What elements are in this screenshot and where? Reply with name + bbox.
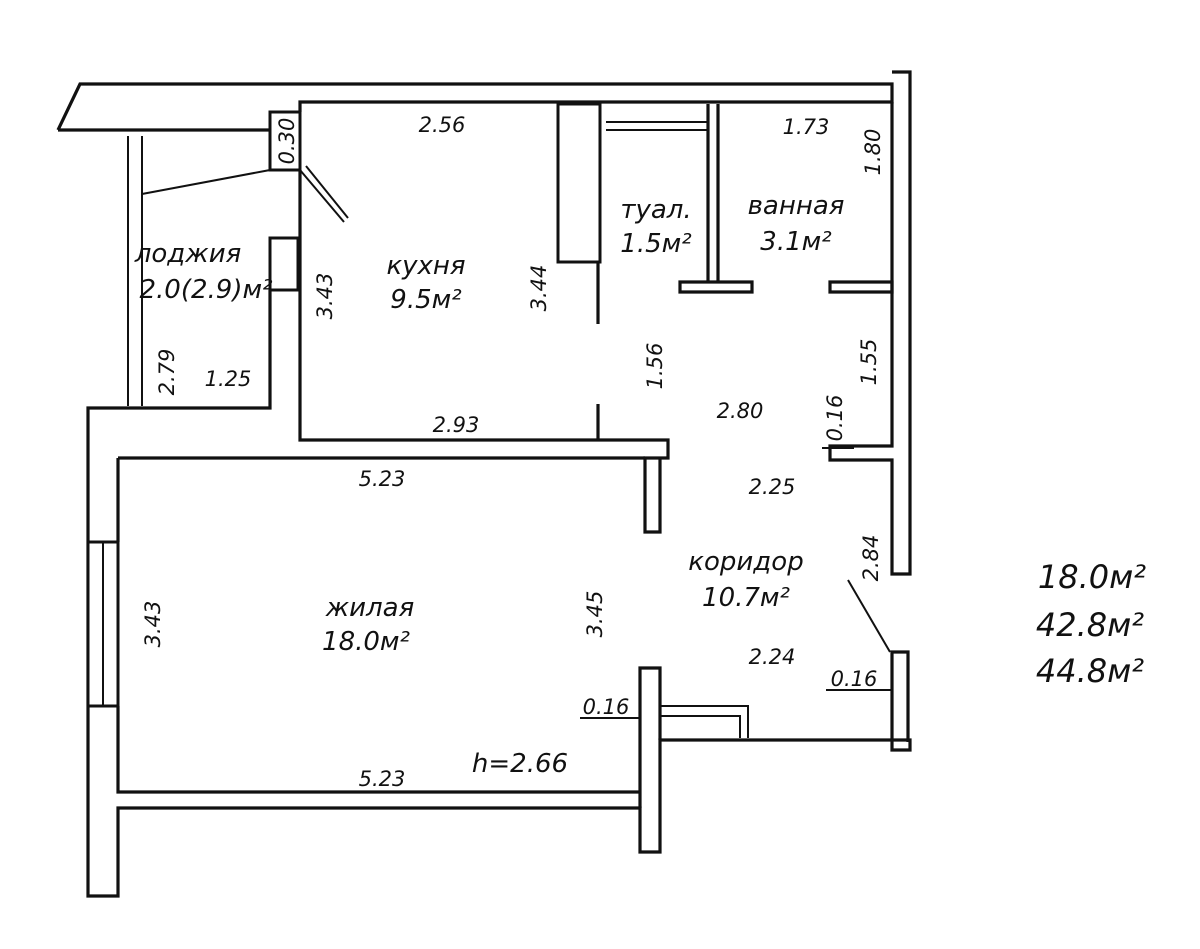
toilet-name: туал.	[620, 195, 691, 225]
kitchen-door-swing-2	[305, 165, 349, 219]
living-area: 18.0м²	[322, 627, 410, 657]
loggia-door-frame	[268, 236, 300, 292]
dim-bath-right: 1.80	[861, 129, 885, 176]
right-outer-wall	[828, 70, 912, 576]
living-name: жилая	[325, 593, 415, 623]
loggia-area: 2.0(2.9)м²	[139, 275, 272, 305]
dim-living-left: 3.43	[141, 601, 165, 648]
kitchen-cabinet	[556, 102, 602, 264]
dim-loggia-width: 1.25	[205, 367, 252, 391]
bathroom-area: 3.1м²	[760, 227, 831, 257]
toilet-bath-partition	[678, 104, 754, 294]
total-living-area: 18.0м²	[1038, 558, 1146, 596]
top-wall	[56, 82, 894, 131]
total-with-loggia: 44.8м²	[1036, 652, 1144, 690]
total-area: 42.8м²	[1036, 606, 1144, 644]
kitchen-name: кухня	[386, 251, 465, 281]
kitchen-left-wall	[298, 170, 670, 534]
dim-kitchen-right: 3.44	[527, 265, 551, 312]
corridor-name: коридор	[688, 547, 803, 577]
kitchen-column	[268, 110, 302, 172]
dim-kitchen-top: 2.56	[419, 113, 466, 137]
living-room-wall	[116, 456, 662, 808]
dim-living-top: 5.23	[359, 467, 406, 491]
bath-lower-wall	[828, 280, 894, 294]
dim-loggia-small: 0.30	[275, 118, 299, 165]
loggia-door-swing	[141, 169, 271, 195]
kitchen-area: 9.5м²	[390, 285, 461, 315]
dim-corridor-width: 2.25	[749, 475, 796, 499]
dim-wall-left: 0.16	[583, 695, 630, 719]
dim-bath-top: 1.73	[783, 115, 830, 139]
dim-corridor-right-upper: 1.55	[857, 339, 881, 386]
loggia-name: лоджия	[134, 239, 241, 269]
corridor-niche	[660, 705, 749, 738]
entry-door-swing	[847, 579, 891, 653]
bathroom-name: ванная	[748, 191, 845, 221]
dim-living-bottom: 5.23	[359, 767, 406, 791]
dim-living-right: 3.45	[583, 591, 607, 638]
dim-corridor-bottom: 2.24	[749, 645, 796, 669]
corridor-area: 10.7м²	[702, 583, 790, 613]
kitchen-door-swing-1	[299, 169, 345, 223]
dim-loggia-height: 2.79	[155, 349, 179, 396]
dim-corridor-gap: 1.56	[643, 343, 667, 390]
dim-corridor-right-lower: 2.84	[859, 535, 883, 582]
toilet-area: 1.5м²	[620, 229, 691, 259]
dim-corridor-mid: 2.80	[717, 399, 764, 423]
dim-wall-upper: 0.16	[823, 395, 847, 442]
dim-wall-right: 0.16	[831, 667, 878, 691]
dim-kitchen-left: 3.43	[313, 273, 337, 320]
dim-kitchen-bottom: 2.93	[433, 413, 480, 437]
ceiling-height: h=2.66	[472, 749, 568, 779]
